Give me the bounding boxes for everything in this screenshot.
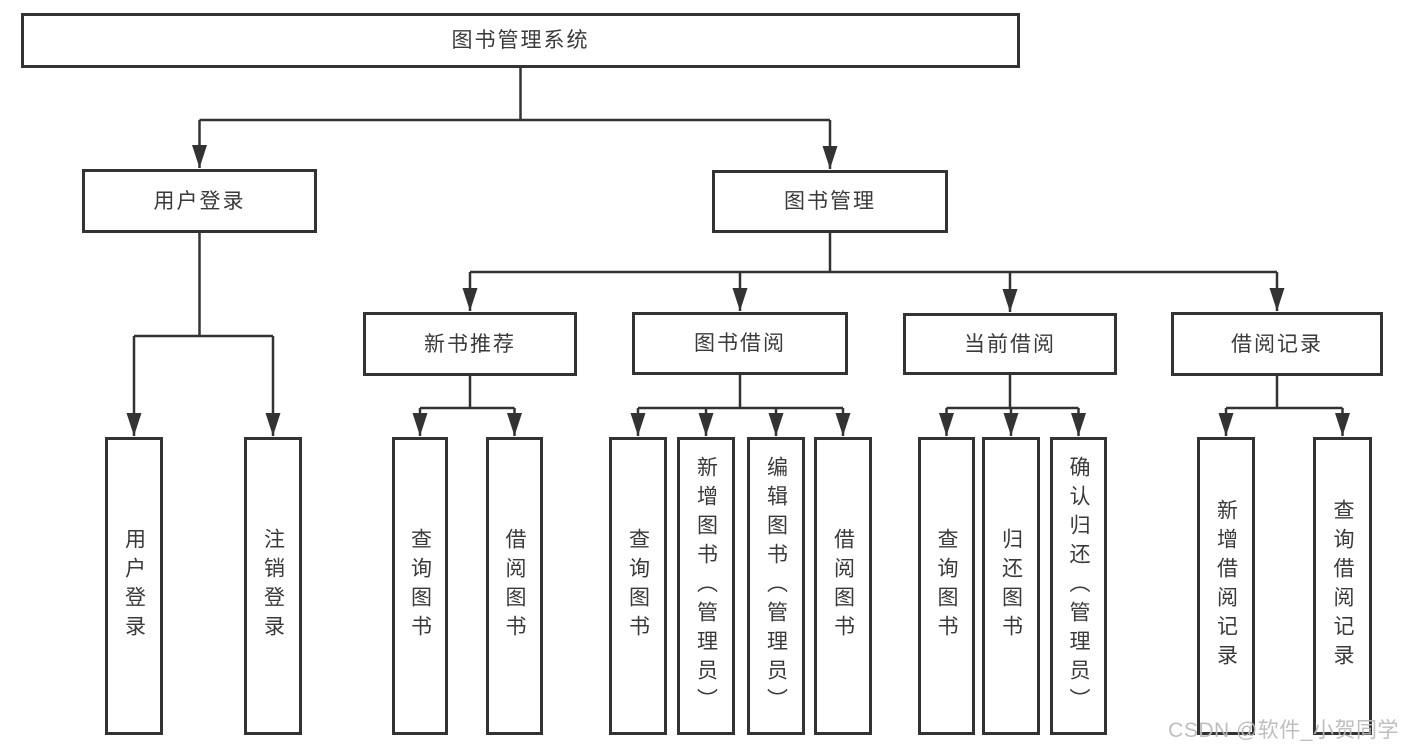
node-label: 新增图书（管理员）: [694, 455, 718, 717]
node-label: 用户登录: [153, 189, 246, 213]
node-query-books-rec: 查询图书: [392, 437, 448, 735]
node-add-books-admin: 新增图书（管理员）: [677, 437, 735, 735]
node-label: 当前借阅: [964, 332, 1056, 356]
node-logout-leaf: 注销登录: [244, 437, 302, 735]
node-new-book-rec: 新书推荐: [363, 312, 577, 376]
node-edit-books-admin: 编辑图书（管理员）: [747, 437, 805, 735]
node-label: 新增借阅记录: [1214, 499, 1238, 673]
node-user-login-leaf: 用户登录: [105, 437, 163, 735]
node-root: 图书管理系统: [21, 13, 1020, 68]
node-return-books: 归还图书: [982, 437, 1040, 735]
node-borrow-books-rec: 借阅图书: [486, 437, 543, 735]
node-label: 查询借阅记录: [1331, 499, 1354, 673]
node-current-borrow: 当前借阅: [903, 313, 1117, 375]
node-query-books-borrow: 查询图书: [609, 437, 667, 735]
node-label: 查询图书: [626, 528, 650, 644]
node-label: 图书管理: [784, 190, 876, 213]
watermark-text: CSDN @软件_小贺同学: [1168, 719, 1399, 742]
node-label: 注销登录: [261, 528, 285, 644]
node-add-borrow-record: 新增借阅记录: [1197, 437, 1255, 735]
node-book-mgmt: 图书管理: [712, 170, 948, 233]
node-label: 借阅图书: [831, 528, 855, 644]
node-label: 新书推荐: [424, 332, 516, 356]
node-query-borrow-record: 查询借阅记录: [1313, 437, 1372, 735]
node-label: 借阅图书: [503, 528, 526, 644]
node-query-books-current: 查询图书: [918, 437, 975, 735]
node-user-login: 用户登录: [82, 169, 317, 233]
node-label: 确认归还（管理员）: [1067, 455, 1090, 717]
node-confirm-return-admin: 确认归还（管理员）: [1050, 437, 1107, 735]
node-label: 编辑图书（管理员）: [764, 455, 788, 717]
node-label: 查询图书: [408, 528, 432, 644]
node-label: 图书借阅: [694, 332, 786, 355]
node-label: 归还图书: [999, 528, 1023, 644]
node-label: 借阅记录: [1231, 332, 1323, 356]
node-borrow-books-borrow: 借阅图书: [814, 437, 872, 735]
node-label: 图书管理系统: [451, 29, 590, 52]
node-book-borrow: 图书借阅: [632, 312, 848, 375]
node-borrow-records: 借阅记录: [1171, 312, 1383, 376]
node-label: 查询图书: [935, 528, 958, 644]
node-label: 用户登录: [122, 528, 146, 644]
